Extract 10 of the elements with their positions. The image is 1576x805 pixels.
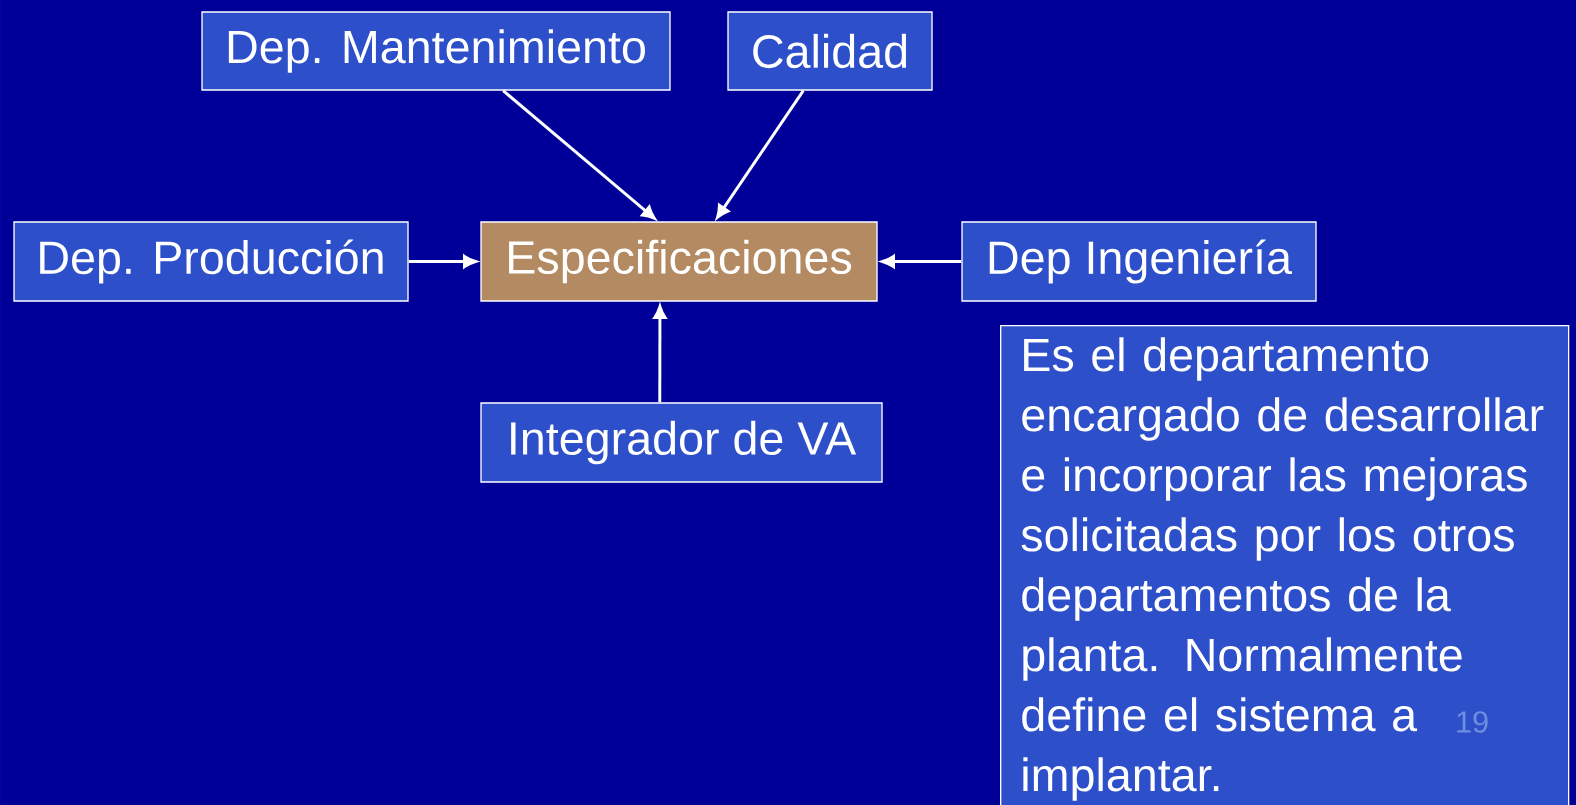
department-box: Integrador de VA [480, 402, 883, 483]
department-box: Dep Ingeniería [961, 221, 1317, 302]
arrow [502, 89, 656, 220]
arrow [653, 305, 667, 403]
department-box: Dep. Mantenimiento [201, 11, 671, 91]
arrow [716, 89, 805, 219]
department-box: Calidad [727, 11, 933, 91]
central-box: Especificaciones [480, 221, 878, 302]
page-number: 19 [1457, 711, 1488, 733]
department-box: Dep. Producción [13, 221, 409, 302]
